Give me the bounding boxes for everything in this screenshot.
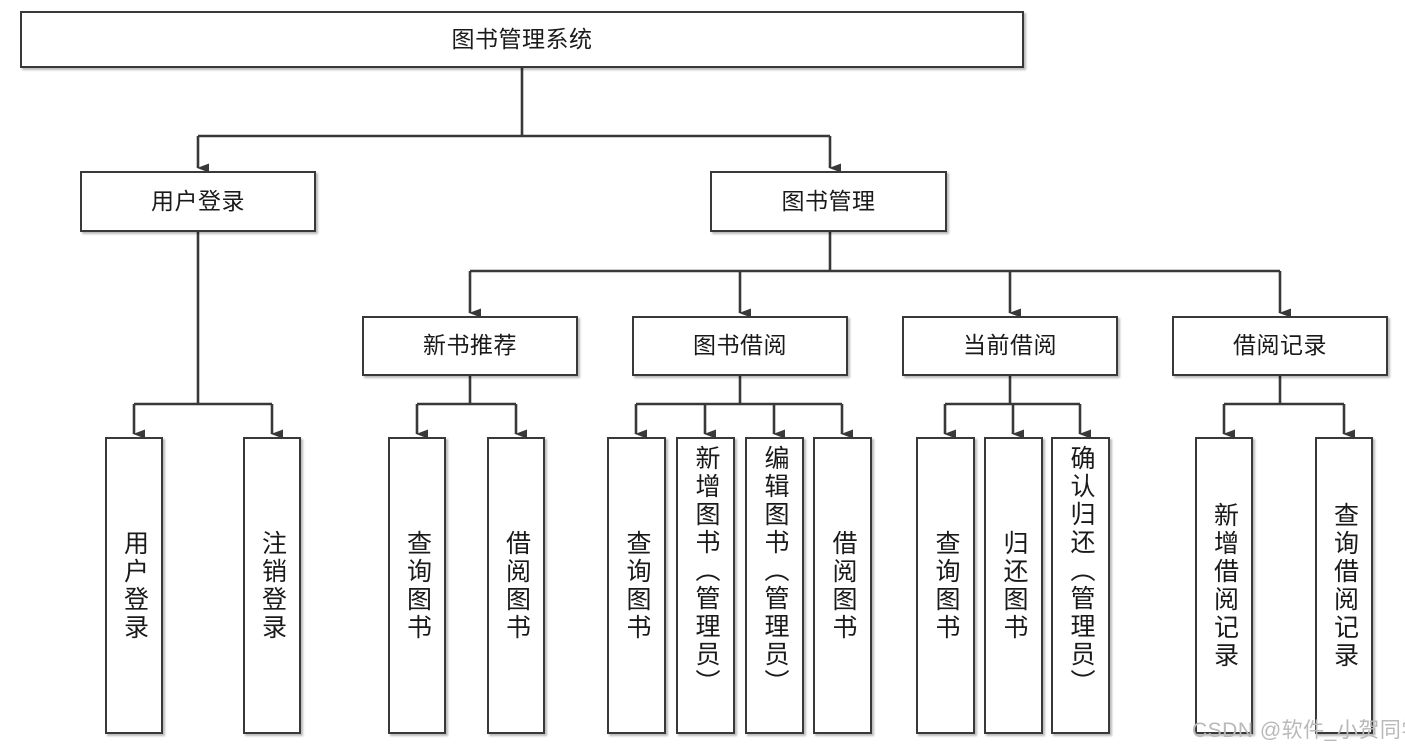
node-book-manage-label: 图书管理	[781, 187, 876, 214]
node-leaf-query-book-2[interactable]: 查询图书	[607, 437, 666, 734]
node-leaf-add-record-label: 新增借阅记录	[1210, 501, 1239, 670]
node-leaf-edit-book[interactable]: 编辑图书（管理员）	[745, 437, 804, 734]
node-new-book-recommend-label: 新书推荐	[423, 332, 517, 359]
node-current-borrow-label: 当前借阅	[963, 332, 1057, 359]
node-borrow-record-label: 借阅记录	[1233, 332, 1327, 359]
node-leaf-return-book-label: 归还图书	[1000, 529, 1028, 642]
csdn-watermark: CSDN @软件_小贺同学	[1192, 719, 1405, 742]
node-user-login-label: 用户登录	[151, 187, 245, 214]
node-leaf-query-book-3-label: 查询图书	[932, 529, 960, 642]
node-leaf-add-book-label: 新增图书（管理员）	[692, 445, 720, 697]
node-new-book-recommend[interactable]: 新书推荐	[362, 316, 578, 376]
node-leaf-add-book[interactable]: 新增图书（管理员）	[676, 437, 735, 734]
node-leaf-query-book-1-label: 查询图书	[403, 529, 432, 642]
node-leaf-query-record[interactable]: 查询借阅记录	[1315, 437, 1373, 734]
node-leaf-query-record-label: 查询借阅记录	[1330, 501, 1359, 670]
node-leaf-borrow-book-2-label: 借阅图书	[829, 529, 857, 642]
node-leaf-logout-label: 注销登录	[258, 529, 287, 642]
node-root[interactable]: 图书管理系统	[20, 11, 1024, 68]
node-leaf-user-login[interactable]: 用户登录	[105, 437, 163, 734]
node-leaf-add-record[interactable]: 新增借阅记录	[1195, 437, 1253, 734]
node-leaf-query-book-1[interactable]: 查询图书	[388, 437, 446, 734]
node-user-login[interactable]: 用户登录	[80, 171, 316, 232]
node-leaf-query-book-3[interactable]: 查询图书	[916, 437, 975, 734]
node-book-borrow-label: 图书借阅	[693, 332, 787, 359]
node-leaf-borrow-book-1-label: 借阅图书	[502, 529, 531, 642]
node-leaf-borrow-book-1[interactable]: 借阅图书	[487, 437, 545, 734]
node-leaf-user-login-label: 用户登录	[120, 529, 149, 642]
node-leaf-confirm-return[interactable]: 确认归还（管理员）	[1051, 437, 1110, 734]
node-root-label: 图书管理系统	[451, 25, 593, 52]
node-leaf-confirm-return-label: 确认归还（管理员）	[1067, 445, 1095, 697]
node-book-borrow[interactable]: 图书借阅	[632, 316, 848, 376]
node-borrow-record[interactable]: 借阅记录	[1172, 316, 1388, 376]
node-leaf-logout[interactable]: 注销登录	[243, 437, 301, 734]
node-book-manage[interactable]: 图书管理	[710, 171, 947, 232]
node-leaf-query-book-2-label: 查询图书	[623, 529, 651, 642]
node-leaf-return-book[interactable]: 归还图书	[984, 437, 1043, 734]
node-leaf-borrow-book-2[interactable]: 借阅图书	[813, 437, 872, 734]
node-current-borrow[interactable]: 当前借阅	[902, 316, 1118, 376]
node-leaf-edit-book-label: 编辑图书（管理员）	[761, 445, 789, 697]
